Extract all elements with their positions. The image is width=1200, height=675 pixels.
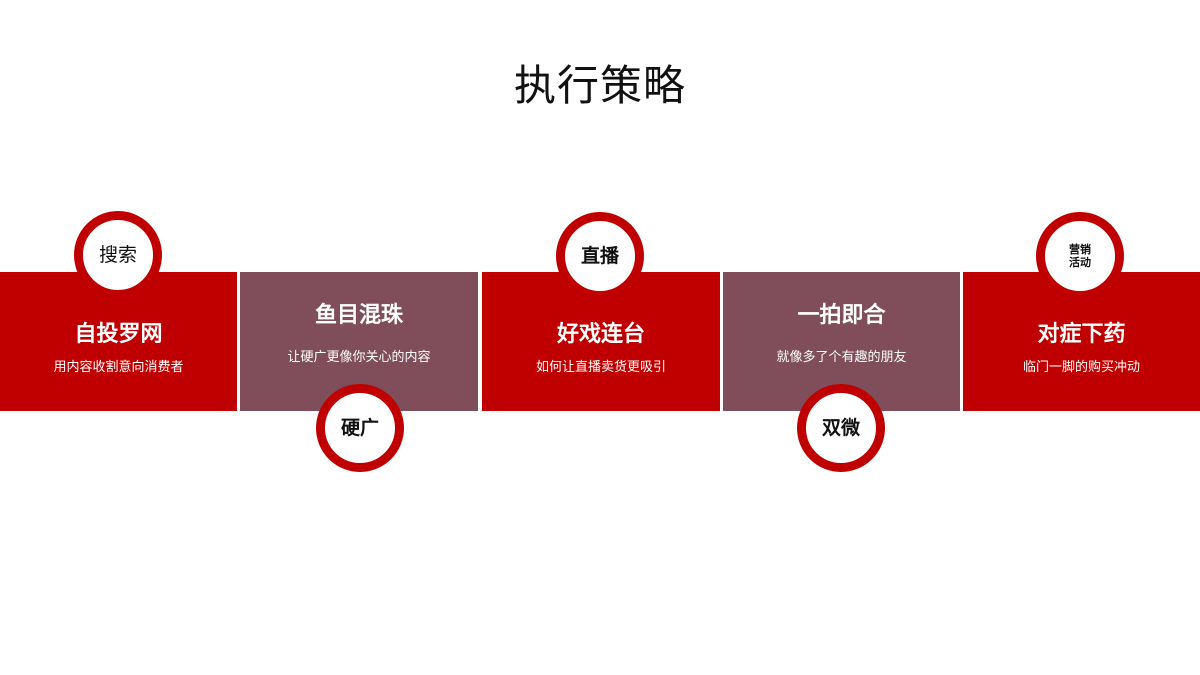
step-heading: 自投罗网 (74, 322, 163, 347)
step-description: 让硬广更像你关心的内容 (287, 350, 431, 365)
step-badge-1: 搜索 (74, 211, 162, 299)
page-title: 执行策略 (513, 61, 686, 110)
badge-label: 直播 (580, 244, 619, 267)
step-description: 就像多了个有趣的朋友 (776, 350, 907, 365)
step-badge-5: 营销活动 (1036, 212, 1124, 300)
step-heading: 对症下药 (1037, 322, 1126, 347)
step-badge-4: 双微 (797, 384, 885, 472)
badge-label: 搜索 (98, 243, 137, 266)
badge-label: 营销活动 (1069, 242, 1091, 269)
step-description: 临门一脚的购买冲动 (1022, 360, 1140, 375)
badge-label: 硬广 (340, 416, 379, 439)
step-heading: 好戏连台 (556, 322, 645, 347)
step-panel-2: 鱼目混珠 让硬广更像你关心的内容 (240, 272, 478, 411)
step-badge-3: 直播 (556, 212, 644, 300)
step-badge-2: 硬广 (316, 384, 404, 472)
step-description: 用内容收割意向消费者 (53, 360, 184, 375)
step-description: 如何让直播卖货更吸引 (535, 360, 666, 375)
step-heading: 鱼目混珠 (314, 303, 403, 328)
step-panel-5: 对症下药 临门一脚的购买冲动 (963, 272, 1200, 411)
step-heading: 一拍即合 (797, 303, 886, 328)
badge-label: 双微 (821, 416, 860, 439)
